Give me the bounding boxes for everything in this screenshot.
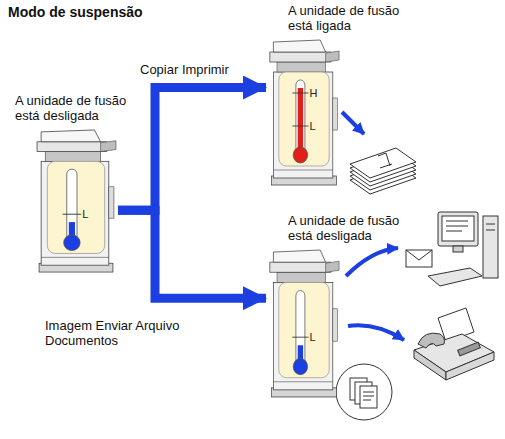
- copier-node: A unidade de fusão está ligadaHL: [268, 38, 340, 188]
- thermometer-tick: [63, 214, 81, 215]
- temperature-mark: L: [309, 331, 315, 343]
- paper-sheet: [350, 148, 416, 178]
- copier-illustration: [268, 38, 340, 188]
- fax-arrow: [348, 325, 404, 340]
- scanner: [270, 52, 331, 62]
- thermometer-panel: [279, 282, 329, 377]
- side-tray: [109, 187, 114, 218]
- job-type-label: Copiar Imprimir: [140, 62, 229, 77]
- thermometer-panel: [279, 72, 329, 166]
- diagram-title: Modo de suspensão: [8, 4, 143, 20]
- copier-body: [41, 161, 109, 265]
- thermometer-bulb: [293, 358, 307, 374]
- thermometer-bulb: [64, 235, 80, 251]
- control-panel: [101, 141, 116, 152]
- flow-arrow: [118, 210, 266, 298]
- document-feeder: [273, 250, 325, 262]
- document-callout: [336, 364, 392, 420]
- copier-illustration: [268, 248, 340, 400]
- copier-body: [273, 282, 332, 389]
- copier-node: A unidade de fusão está desligadaL: [35, 128, 117, 275]
- thermometer-bulb: [293, 147, 307, 163]
- output-arrow: [342, 112, 364, 134]
- temperature-mark: H: [309, 87, 317, 99]
- drawer-line: [273, 170, 332, 171]
- thermometer-tube: [296, 291, 305, 366]
- thermometer-level: [298, 88, 303, 154]
- control-panel: [326, 51, 340, 62]
- temperature-mark: L: [309, 120, 315, 132]
- drawer-line: [41, 257, 109, 258]
- document-feeder: [273, 40, 325, 52]
- drawer-line: [273, 381, 332, 382]
- fax-icon: [414, 308, 494, 380]
- computer-icon: [428, 212, 498, 286]
- thermometer-tick: [292, 337, 308, 338]
- thermometer-panel: [47, 161, 104, 253]
- side-tray: [333, 98, 338, 130]
- send-arrow: [346, 248, 398, 276]
- thermometer-tick: [292, 93, 308, 94]
- temperature-mark: L: [82, 208, 88, 220]
- scanner: [37, 142, 107, 152]
- envelope-icon: [406, 250, 432, 267]
- job-type-label: Imagem Enviar Arquivo Documentos: [45, 318, 180, 348]
- thermometer-tick: [292, 126, 308, 127]
- fuser-status: A unidade de fusão está desligada: [288, 213, 410, 243]
- thermometer-tube: [296, 80, 305, 154]
- copier-node: A unidade de fusão está desligadaL: [268, 248, 340, 400]
- page-print: [378, 153, 392, 168]
- thermometer-tube: [67, 169, 77, 242]
- copier-illustration: [35, 128, 117, 275]
- flow-arrow: [118, 88, 266, 211]
- paper-stack: [350, 148, 416, 194]
- copier-body: [273, 72, 332, 178]
- output-recess: [277, 272, 326, 282]
- side-tray: [333, 309, 338, 341]
- document-feeder: [41, 130, 100, 142]
- fuser-status: A unidade de fusão está desligada: [15, 93, 137, 123]
- output-recess: [277, 62, 326, 72]
- control-panel: [326, 261, 340, 272]
- output-recess: [45, 152, 100, 162]
- fuser-status: A unidade de fusão está ligada: [288, 3, 410, 33]
- scanner: [270, 262, 331, 272]
